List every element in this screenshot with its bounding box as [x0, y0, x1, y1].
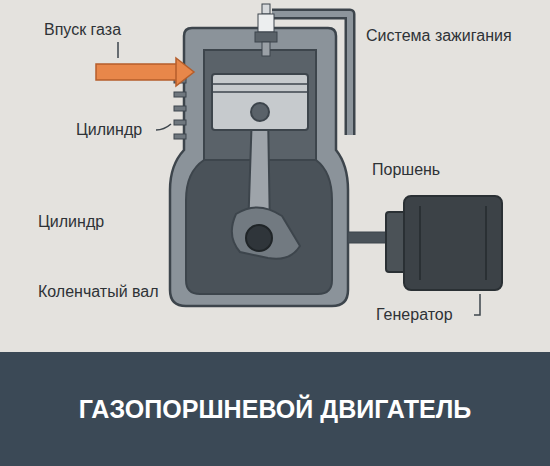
spark-plug-terminal [262, 4, 270, 14]
crank-web [232, 207, 300, 258]
generator [404, 196, 502, 290]
gas-inlet-arrow [176, 58, 194, 86]
generator-groove [485, 206, 487, 280]
generator-groove [419, 206, 421, 280]
part-label: Цилиндр [76, 120, 142, 140]
cooling-fin [174, 120, 186, 125]
piston-ring [212, 91, 308, 93]
cooling-fin [174, 106, 186, 111]
cooling-fin [174, 92, 186, 97]
background [0, 0, 550, 352]
part-label: Генератор [376, 305, 453, 325]
spark-plug-hex [255, 32, 277, 42]
part-label: Цилиндр [38, 212, 104, 232]
leader-line [474, 294, 480, 315]
part-label: Поршень [372, 160, 440, 180]
title: ГАЗОПОРШНЕВОЙ ДВИГАТЕЛЬ [0, 352, 550, 466]
part-label: Коленчатый вал [38, 282, 166, 302]
piston [212, 74, 308, 130]
part-label: Система зажигания [366, 26, 516, 46]
wrist-pin [251, 103, 269, 121]
spark-plug-insulator [258, 14, 274, 32]
piston-ring [212, 83, 308, 85]
engine-block [170, 28, 348, 306]
spark-plug-electrode [262, 42, 270, 56]
cooling-fin [174, 134, 186, 139]
part-label: Впуск газа [44, 20, 121, 40]
title-band: ГАЗОПОРШНЕВОЙ ДВИГАТЕЛЬ [0, 352, 550, 466]
drive-shaft [348, 232, 388, 243]
gas-inlet-pipe [96, 64, 180, 80]
crankshaft-journal [246, 225, 272, 251]
leader-line [156, 124, 171, 130]
leader-line [117, 42, 119, 58]
